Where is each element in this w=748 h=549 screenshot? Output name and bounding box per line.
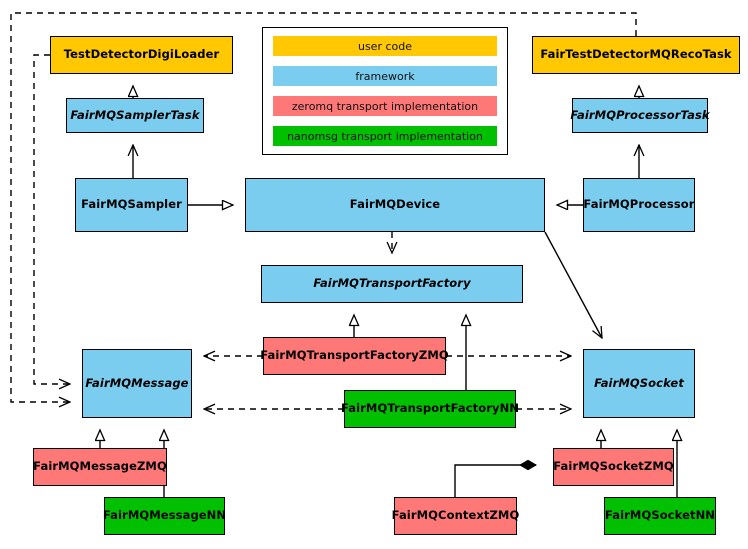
legend-label-zeromq: zeromq transport implementation <box>291 99 479 113</box>
class-label: FairMQTransportFactory <box>313 276 471 291</box>
class-label: TestDetectorDigiLoader <box>63 47 220 62</box>
class-node-fairtestdetectormqrecotask[interactable]: FairTestDetectorMQRecoTask <box>532 36 740 74</box>
class-label: FairMQDevice <box>349 197 441 212</box>
class-label: FairMQSamplerTask <box>70 107 200 122</box>
class-node-fairmqdevice[interactable]: FairMQDevice <box>245 178 545 232</box>
class-node-fairmqtransportfactoryzmq[interactable]: FairMQTransportFactoryZMQ <box>260 337 449 375</box>
legend-item-zeromq: zeromq transport implementation <box>273 96 497 116</box>
edge-socketzmq-composes-contextzmq <box>454 459 537 497</box>
class-label: FairMQSocket <box>594 375 684 390</box>
class-node-testdetectordigiloader[interactable]: TestDetectorDigiLoader <box>50 36 233 74</box>
class-node-fairmqcontextzmq[interactable]: FairMQContextZMQ <box>391 497 520 535</box>
edge-digiloader-to-message <box>33 54 70 384</box>
legend-label-user-code: user code <box>357 39 413 53</box>
class-label: FairTestDetectorMQRecoTask <box>540 47 732 62</box>
class-label: FairMQProcessor <box>583 197 695 212</box>
class-node-fairmqsampler[interactable]: FairMQSampler <box>75 178 188 232</box>
edge-device-to-socket <box>544 231 602 338</box>
class-node-fairmqsocketzmq[interactable]: FairMQSocketZMQ <box>553 448 674 486</box>
legend-item-user-code: user code <box>273 36 497 56</box>
class-label: FairMQMessage <box>85 375 189 390</box>
class-node-fairmqsocketnn[interactable]: FairMQSocketNN <box>604 497 716 535</box>
class-label: FairMQTransportFactoryZMQ <box>260 348 449 363</box>
class-label: FairMQTransportFactoryNN <box>340 401 520 416</box>
legend-item-nanomsg: nanomsg transport implementation <box>273 126 497 146</box>
class-node-fairmqsocket[interactable]: FairMQSocket <box>583 349 695 418</box>
class-node-fairmqprocessortask[interactable]: FairMQProcessorTask <box>570 98 710 133</box>
class-node-fairmqmessagenn[interactable]: FairMQMessageNN <box>102 497 227 535</box>
class-label: FairMQSocketNN <box>604 508 716 523</box>
class-label: FairMQSocketZMQ <box>553 459 674 474</box>
class-node-fairmqmessagezmq[interactable]: FairMQMessageZMQ <box>33 448 167 486</box>
class-node-fairmqtransportfactorynn[interactable]: FairMQTransportFactoryNN <box>340 390 520 428</box>
class-label: FairMQMessageZMQ <box>33 459 167 474</box>
class-node-fairmqtransportfactory[interactable]: FairMQTransportFactory <box>261 265 523 303</box>
legend-panel: user code framework zeromq transport imp… <box>262 27 508 155</box>
legend-label-nanomsg: nanomsg transport implementation <box>287 129 483 143</box>
class-node-fairmqsamplertask[interactable]: FairMQSamplerTask <box>66 98 204 133</box>
legend-item-framework: framework <box>273 66 497 86</box>
class-label: FairMQProcessorTask <box>570 107 710 122</box>
class-label: FairMQMessageNN <box>102 508 227 523</box>
legend-label-framework: framework <box>355 69 415 83</box>
class-label: FairMQSampler <box>81 197 182 212</box>
class-node-fairmqmessage[interactable]: FairMQMessage <box>82 349 192 418</box>
class-label: FairMQContextZMQ <box>391 508 520 523</box>
class-node-fairmqprocessor[interactable]: FairMQProcessor <box>583 178 695 232</box>
